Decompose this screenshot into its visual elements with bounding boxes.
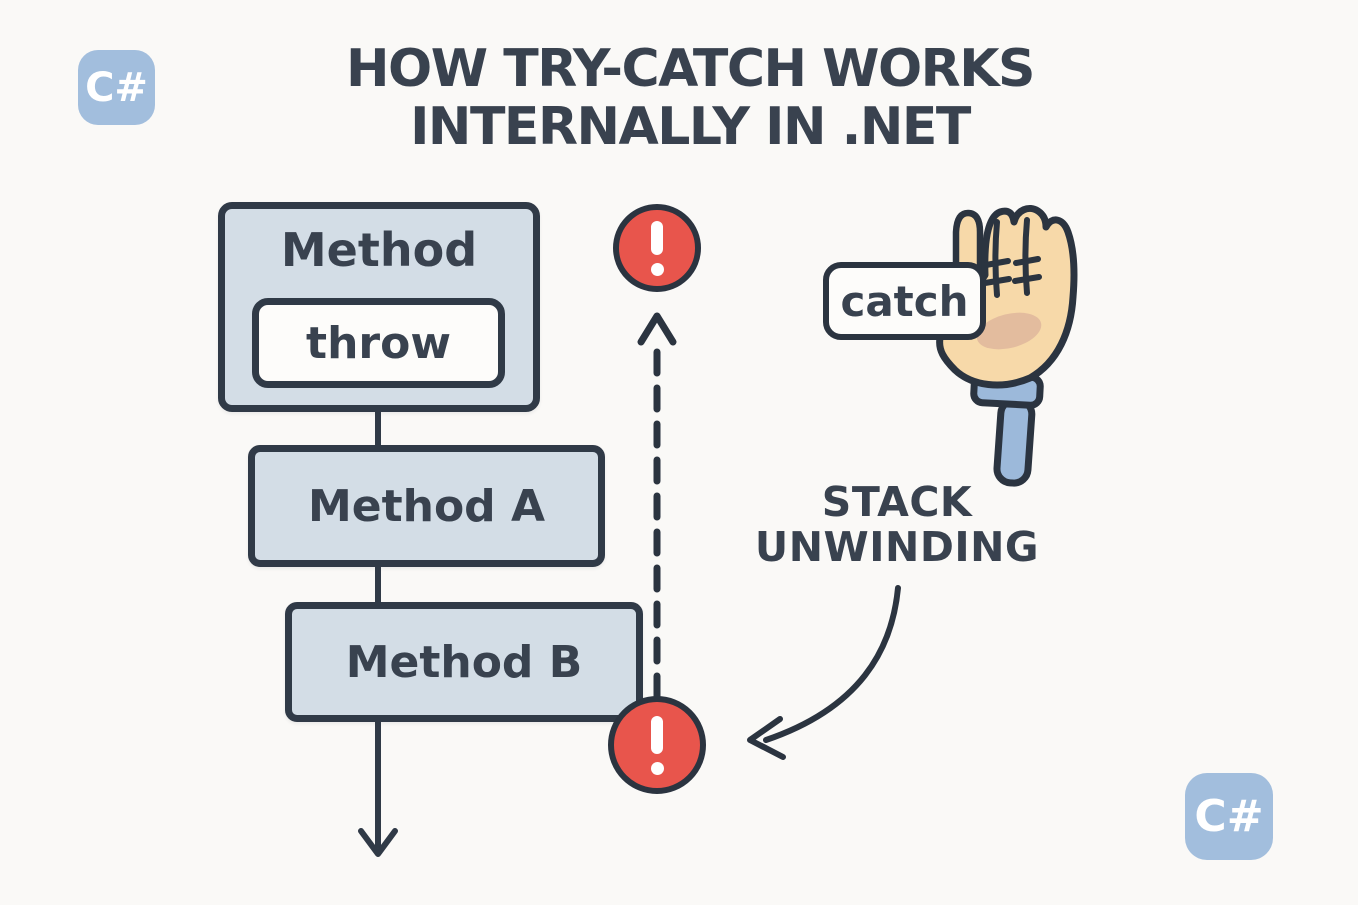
csharp-badge-top-left: C# xyxy=(78,50,155,125)
exception-icon-bottom xyxy=(608,696,706,794)
flow-down-arrow-icon xyxy=(358,715,398,857)
title-line-1: HOW TRY-CATCH WORKS xyxy=(346,39,1035,99)
method-a-label: Method A xyxy=(307,480,546,532)
stack-unwind-pointer-icon xyxy=(747,585,901,760)
catch-sign: catch xyxy=(823,262,986,340)
stack-unwinding-label: STACK UNWINDING xyxy=(747,480,1047,570)
hand-arm xyxy=(993,396,1036,487)
exclamation-bar xyxy=(651,220,663,255)
catch-sign-label: catch xyxy=(840,276,969,326)
method-b-box: Method B xyxy=(285,602,643,722)
title-line-2: INTERNALLY IN .NET xyxy=(410,97,971,157)
csharp-badge-label: C# xyxy=(1194,791,1264,842)
hand-cuff xyxy=(970,371,1044,409)
throw-box: throw xyxy=(252,298,505,388)
exception-icon-top xyxy=(613,204,701,292)
method-a-box: Method A xyxy=(248,445,605,567)
exclamation-bar xyxy=(651,715,663,754)
stack-unwinding-line-1: STACK xyxy=(821,478,973,526)
exclamation-dot xyxy=(650,761,664,775)
page-title: HOW TRY-CATCH WORKS INTERNALLY IN .NET xyxy=(0,40,1358,156)
method-box-label: Method xyxy=(280,223,478,277)
throw-box-label: throw xyxy=(306,317,451,369)
hand-knuckle-creases xyxy=(982,217,1042,298)
method-box: Method throw xyxy=(218,202,540,412)
method-b-label: Method B xyxy=(345,636,583,688)
exclamation-dot xyxy=(650,262,664,276)
stack-unwinding-line-2: UNWINDING xyxy=(754,523,1040,571)
unwind-dashed-arrow-icon xyxy=(637,312,677,701)
csharp-badge-label: C# xyxy=(85,64,148,111)
csharp-badge-bottom-right: C# xyxy=(1185,773,1273,860)
